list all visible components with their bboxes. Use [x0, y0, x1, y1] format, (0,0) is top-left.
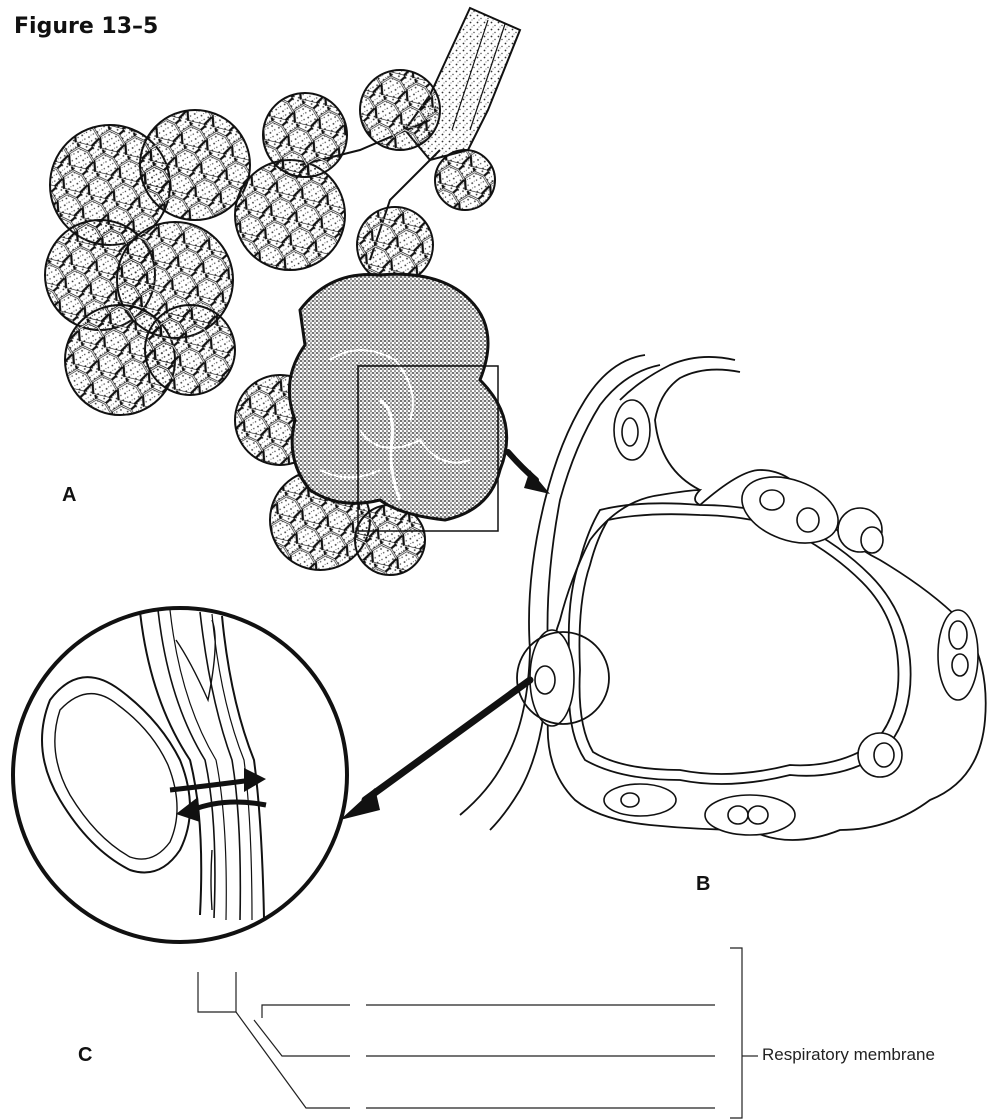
respiratory-membrane-detail	[13, 608, 347, 942]
panel-label-b: B	[696, 873, 710, 896]
alveolus	[435, 150, 495, 210]
alveolus	[140, 110, 250, 220]
panel-label-c: C	[78, 1044, 92, 1067]
zoom-arrow-b-to-c	[365, 680, 530, 800]
alveolus	[360, 70, 440, 150]
respiratory-membrane-label: Respiratory membrane	[762, 1045, 935, 1065]
alveolus	[357, 207, 433, 283]
capillary	[604, 784, 676, 816]
sectioned-alveoli	[289, 274, 506, 520]
leader-lines	[198, 948, 758, 1118]
alveolus-cross-section	[460, 355, 986, 840]
alveolus	[235, 160, 345, 270]
alveolus	[263, 93, 347, 177]
capillaries	[530, 400, 978, 835]
panel-label-a: A	[62, 484, 76, 507]
alveolus	[145, 305, 235, 395]
membrane-bracket	[730, 948, 742, 1118]
alveolar-sac-cluster	[45, 8, 520, 575]
